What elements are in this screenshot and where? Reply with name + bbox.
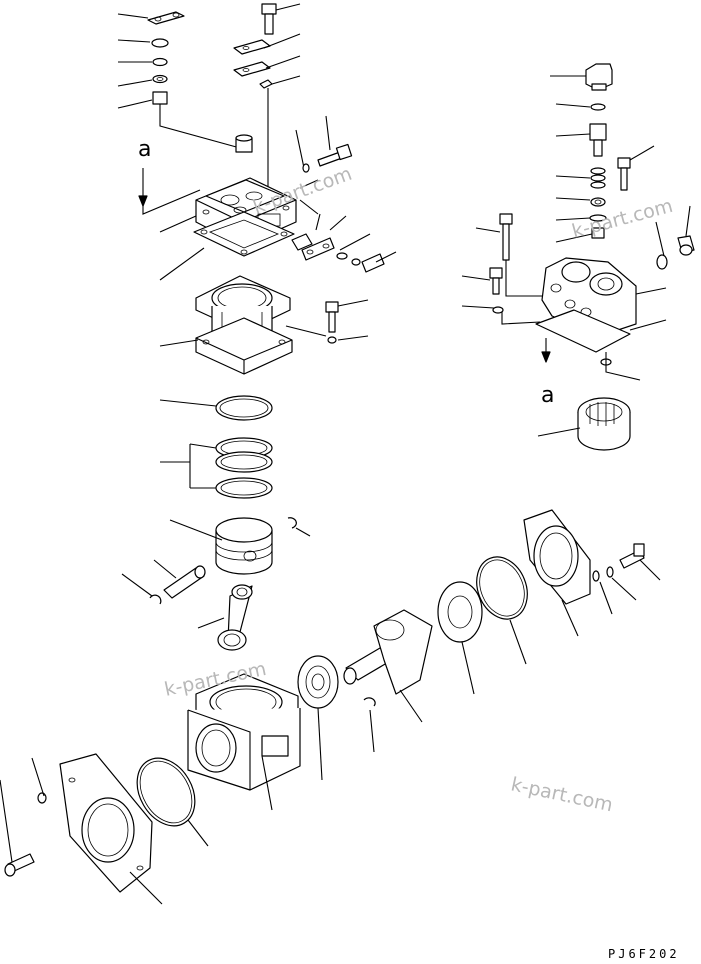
piston-rings — [159, 395, 273, 499]
upper-valve-group — [117, 11, 241, 149]
drawing-code: PJ6F202 — [608, 947, 680, 961]
front-cover — [0, 753, 209, 905]
reference-mark-a-right: a — [541, 383, 554, 408]
cylinder-head — [138, 134, 319, 281]
crankshaft-group — [297, 509, 661, 781]
reference-mark-a-left: a — [138, 137, 151, 162]
right-valve-stack — [550, 63, 655, 243]
upper-right-small-parts — [233, 3, 301, 200]
watermark-bottom: k-part.com — [509, 773, 615, 816]
piston-and-rod — [121, 517, 311, 651]
right-valve-body — [461, 205, 695, 451]
crankcase — [187, 673, 301, 811]
cylinder-block — [159, 275, 369, 375]
head-fastener-group — [291, 115, 397, 273]
